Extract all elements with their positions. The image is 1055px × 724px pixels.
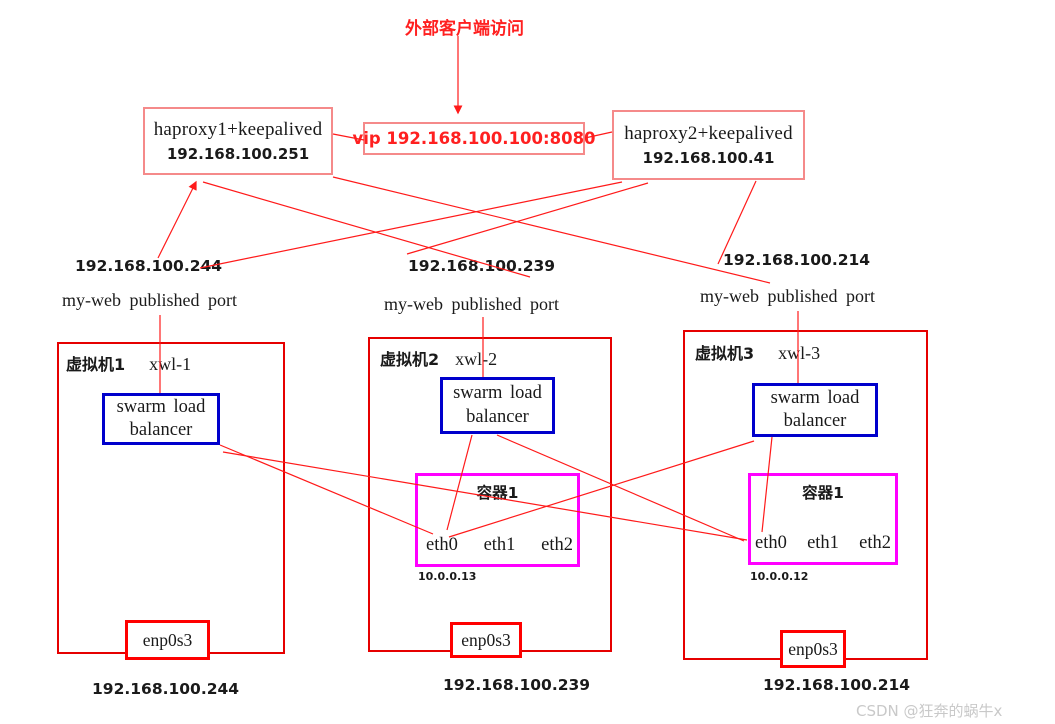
vm2-swarm-lb-box: swarm load balancer xyxy=(440,377,555,434)
vm3-eth2-label: eth2 xyxy=(859,533,891,553)
vm1-nic-label: enp0s3 xyxy=(142,629,193,650)
node1-top-ip: 192.168.100.244 xyxy=(75,257,223,275)
node2-published-port-label: my-web published port xyxy=(384,294,559,314)
vm3-label: 虚拟机3 xyxy=(695,344,755,363)
vm2-eth0-label: eth0 xyxy=(426,535,458,555)
vm3-eth0-label: eth0 xyxy=(755,533,787,553)
vm1-swarm-lb-box: swarm load balancer xyxy=(102,393,220,445)
node1-published-port-label: my-web published port xyxy=(62,290,237,310)
node3-published-port-label: my-web published port xyxy=(700,286,875,306)
vm2-label: 虚拟机2 xyxy=(380,350,440,369)
haproxy2-ip: 192.168.100.41 xyxy=(642,149,775,167)
vm2-eth1-label: eth1 xyxy=(483,535,516,555)
vm3-header: 虚拟机3 xwl-3 xyxy=(695,340,820,364)
vm2-nic-label: enp0s3 xyxy=(461,629,511,650)
vm3-container-box: 容器1 eth0 eth1 eth2 xyxy=(748,473,898,565)
vm2-eth2-label: eth2 xyxy=(541,535,573,555)
vm2-hostname: xwl-2 xyxy=(455,349,498,369)
vm1-box xyxy=(57,342,285,654)
vm3-eth1-label: eth1 xyxy=(807,533,839,553)
vm3-nic-box: enp0s3 xyxy=(780,630,846,668)
vm2-header: 虚拟机2 xwl-2 xyxy=(380,346,497,370)
connector-haproxy2-to-ip244 xyxy=(199,181,623,269)
vm3-container-ip: 10.0.0.12 xyxy=(750,570,809,583)
watermark: CSDN @狂奔的蜗牛x xyxy=(856,702,1003,720)
vm2-nic-box: enp0s3 xyxy=(450,622,522,658)
vm3-eth-row: eth0 eth1 eth2 xyxy=(755,533,891,554)
vm2-container-title: 容器1 xyxy=(476,484,519,502)
vm1-header: 虚拟机1 xwl-1 xyxy=(66,351,191,375)
vm1-hostname: xwl-1 xyxy=(149,354,192,374)
haproxy1-box: haproxy1+keepalived 192.168.100.251 xyxy=(143,107,333,175)
vm3-swarm-lb-box: swarm load balancer xyxy=(752,383,878,437)
vm2-container-box: 容器1 eth0 eth1 eth2 xyxy=(415,473,580,567)
haproxy1-name: haproxy1+keepalived xyxy=(153,119,323,140)
vm3-hostname: xwl-3 xyxy=(778,343,821,363)
vm1-bottom-ip: 192.168.100.244 xyxy=(92,680,240,698)
vm2-container-ip: 10.0.0.13 xyxy=(418,570,477,583)
connector-ip244-to-haproxy1 xyxy=(157,180,197,259)
vm1-swarm-lb-label: swarm load balancer xyxy=(116,396,206,440)
vm1-label: 虚拟机1 xyxy=(66,355,126,374)
vm2-eth-row: eth0 eth1 eth2 xyxy=(426,535,573,556)
vm3-nic-label: enp0s3 xyxy=(788,638,838,659)
vip-box: vip 192.168.100.100:8080 xyxy=(352,122,596,155)
haproxy1-ip: 192.168.100.251 xyxy=(166,145,310,163)
vm3-container-title: 容器1 xyxy=(802,484,844,502)
vm3-swarm-lb-label: swarm load balancer xyxy=(770,387,860,431)
vip-label: vip 192.168.100.100:8080 xyxy=(352,129,596,148)
node3-top-ip: 192.168.100.214 xyxy=(723,251,871,269)
vm2-swarm-lb-label: swarm load balancer xyxy=(453,383,542,427)
haproxy2-name: haproxy2+keepalived xyxy=(624,123,793,144)
node2-top-ip: 192.168.100.239 xyxy=(408,257,556,275)
vm2-bottom-ip: 192.168.100.239 xyxy=(443,676,591,694)
connector-haproxy2-to-ip239 xyxy=(406,182,649,255)
haproxy2-box: haproxy2+keepalived 192.168.100.41 xyxy=(612,110,805,180)
client-access-label: 外部客户端访问 xyxy=(405,19,524,39)
vm1-nic-box: enp0s3 xyxy=(125,620,210,660)
vm3-bottom-ip: 192.168.100.214 xyxy=(763,676,911,694)
